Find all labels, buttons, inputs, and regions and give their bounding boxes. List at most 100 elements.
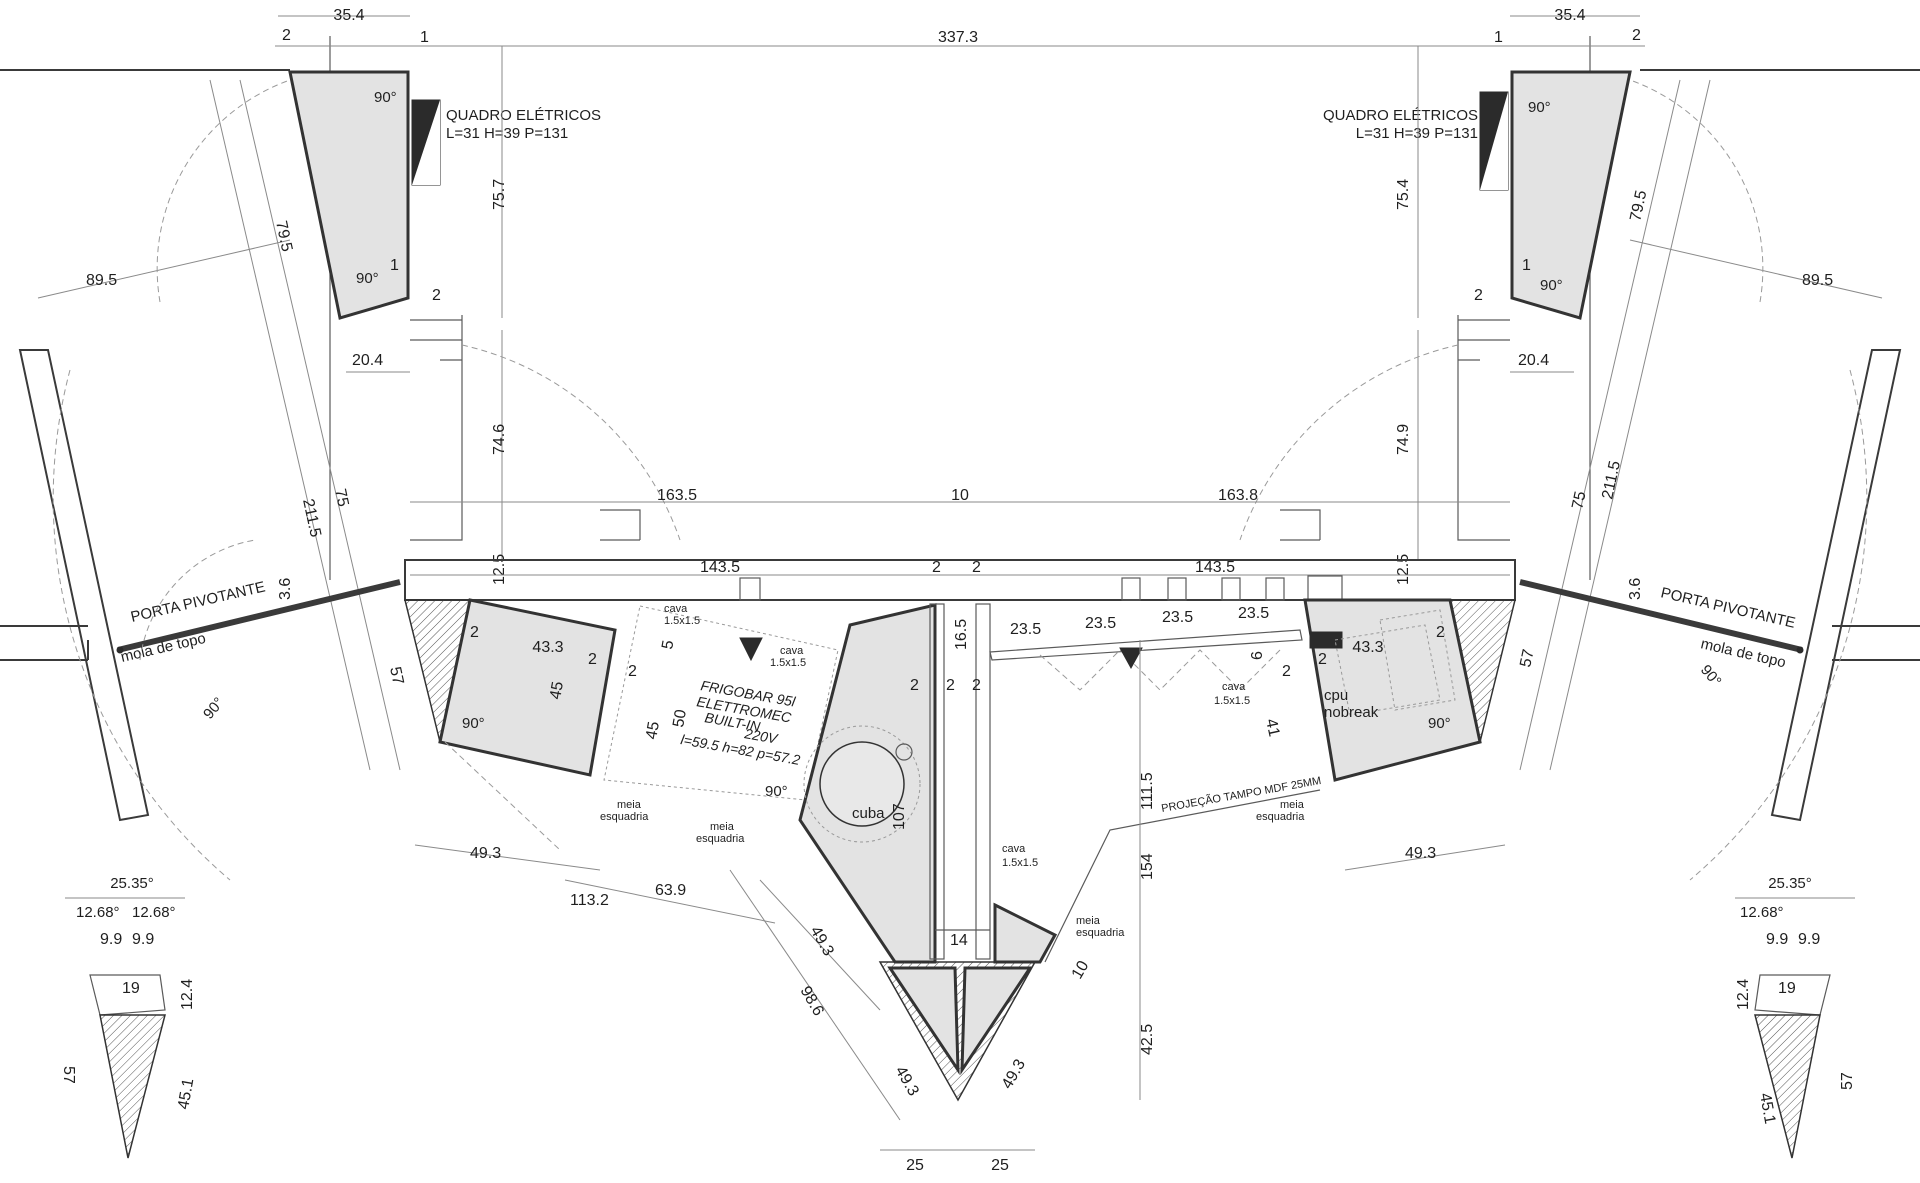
dim-89-5-left: 89.5 [86, 272, 117, 289]
meia-label-2: meia [710, 821, 735, 833]
pivot-door-right: PORTA PIVOTANTE mola de topo 3.6 90° [1519, 349, 1902, 881]
meia-label-3: meia [1076, 915, 1101, 927]
dim-49-3-pa: 49.3 [892, 1064, 922, 1100]
dim-42-5: 42.5 [1139, 1024, 1156, 1055]
dim-45-1-left: 45.1 [175, 1077, 197, 1111]
dim-57-left: 57 [386, 665, 406, 686]
door-frames [410, 315, 1510, 541]
cava-size-4: 1.5x1.5 [1002, 857, 1038, 869]
dim-2-top-right: 2 [1632, 27, 1641, 44]
dim-57-wr: 57 [1839, 1072, 1856, 1090]
dim-45-frigo: 45 [643, 720, 663, 741]
dim-2-lc-c: 2 [628, 663, 637, 680]
dim-43-3-right: 43.3 [1352, 639, 1383, 656]
dim-19-right: 19 [1778, 980, 1796, 997]
dim-75-7: 75.7 [491, 179, 508, 210]
cava-size-2: 1.5x1.5 [770, 657, 806, 669]
dim-111-5: 111.5 [1139, 772, 1156, 810]
quadro-title-left: QUADRO ELÉTRICOS [446, 107, 601, 124]
dim-98-6: 98.6 [797, 984, 827, 1020]
dim-337-3: 337.3 [938, 29, 978, 46]
dim-2-ctr-b: 2 [972, 559, 981, 576]
dim-41: 41 [1262, 717, 1282, 738]
dim-49-3-pb: 49.3 [999, 1056, 1029, 1092]
dim-79-5-left: 79.5 [272, 219, 295, 253]
dim-19-left: 19 [122, 980, 140, 997]
dim-12-5-left: 12.5 [491, 554, 508, 585]
dim-35-4-left: 35.4 [333, 7, 364, 24]
angle-90-cab-l-bottom: 90° [356, 270, 379, 287]
dim-3-6-left: 3.6 [277, 578, 294, 600]
dim-3-6-right: 3.6 [1627, 578, 1644, 600]
top-dimension-chain: 337.3 35.4 35.4 2 1 1 2 [275, 7, 1645, 47]
pivot-door-left: PORTA PIVOTANTE mola de topo 3.6 90° [18, 349, 401, 881]
counter-top [404, 559, 1516, 603]
dim-50-frigo: 50 [670, 708, 690, 729]
nobreak-label: nobreak [1324, 704, 1379, 721]
dim-143-5-left: 143.5 [700, 559, 740, 576]
esquadria-label-1: esquadria [600, 811, 649, 823]
dim-9-9-l-b: 9.9 [132, 931, 154, 948]
dim-9-9-r-a: 9.9 [1766, 931, 1788, 948]
cava-label-2: cava [780, 645, 804, 657]
dim-2-mid-right: 2 [1474, 287, 1483, 304]
angle-90-cab-rb: 90° [1428, 715, 1451, 732]
angle-90-cab-r-bottom: 90° [1540, 277, 1563, 294]
meia-label-1: meia [617, 799, 642, 811]
dim-9-9-l-a: 9.9 [100, 931, 122, 948]
electrical-cabinet-left: 90° 90° 1 [288, 70, 441, 320]
cpu-label: cpu [1324, 687, 1348, 704]
dim-2-mid-left: 2 [432, 287, 441, 304]
porta-label-right: PORTA PIVOTANTE [1659, 584, 1797, 632]
cava-size-1: 1.5x1.5 [664, 615, 700, 627]
dim-75-4: 75.4 [1395, 179, 1412, 210]
dim-2-rc-a: 2 [1436, 624, 1445, 641]
dim-57-wl: 57 [60, 1066, 77, 1084]
dim-1-cab-left: 1 [390, 257, 399, 274]
quadro-dims-left: L=31 H=39 P=131 [446, 125, 568, 142]
bottom-left-dims: 49.3 113.2 63.9 49.3 98.6 [414, 741, 901, 1121]
dim-2-sink-b: 2 [946, 677, 955, 694]
dim-12-4-left: 12.4 [179, 979, 196, 1010]
vertical-dimensions: 75.7 75.4 74.6 74.9 12.5 12.5 [491, 46, 1419, 585]
mola-label-left: mola de topo [119, 630, 207, 666]
dim-23-5-b: 23.5 [1085, 615, 1116, 632]
dim-1-top-right: 1 [1494, 29, 1503, 46]
shelf-chain: 23.5 23.5 23.5 23.5 6 41 [989, 605, 1303, 738]
dim-12-5-right: 12.5 [1395, 554, 1412, 585]
electrical-cabinet-right: 90° 90° 1 [1479, 70, 1632, 320]
cava-label-1: cava [664, 603, 688, 615]
dim-2-sink-c: 2 [972, 677, 981, 694]
cava-label-3: cava [1222, 681, 1246, 693]
dim-107: 107 [891, 803, 908, 830]
dim-211-5-right: 211.5 [1599, 459, 1624, 501]
angle-12-68-r: 12.68° [1740, 904, 1784, 921]
dim-75-left: 75 [331, 487, 351, 508]
dim-23-5-d: 23.5 [1238, 605, 1269, 622]
dim-45-1-right: 45.1 [1756, 1092, 1778, 1126]
dim-154: 154 [1139, 853, 1156, 880]
angle-25-35-left: 25.35° [110, 875, 154, 892]
dim-12-4-right: 12.4 [1735, 979, 1752, 1010]
wedge-detail-right: 25.35° 12.68° 9.9 9.9 19 12.4 57 45.1 [1735, 875, 1856, 1159]
right-cabinet-block: cpu nobreak 43.3 90° 2 2 2 57 49.3 [1282, 598, 1538, 871]
dim-45-left: 45 [547, 680, 567, 701]
esquadria-label-4: esquadria [1256, 811, 1305, 823]
projection-line: PROJEÇÃO TAMPO MDF 25MM 111.5 154 42.5 [1044, 640, 1322, 1100]
dim-2-top-left: 2 [282, 27, 291, 44]
dim-1-top-left: 1 [420, 29, 429, 46]
frigo-line-5: l=59.5 h=82 p=57.2 [679, 731, 801, 768]
cava-size-3: 1.5x1.5 [1214, 695, 1250, 707]
angle-90-cab-r-top: 90° [1528, 99, 1551, 116]
angle-90-door-left: 90° [200, 694, 228, 722]
dim-79-5-right: 79.5 [1627, 189, 1650, 223]
dim-20-4-right: 20.4 [1518, 352, 1549, 369]
esquadria-label-3: esquadria [1076, 927, 1125, 939]
angle-90-sink: 90° [765, 783, 788, 800]
dim-49-3-bl: 49.3 [470, 845, 501, 862]
quadro-dims-right: L=31 H=39 P=131 [1356, 125, 1478, 142]
dim-163-5: 163.5 [657, 487, 697, 504]
dim-10-top: 10 [951, 487, 969, 504]
dim-1-cab-right: 1 [1522, 257, 1531, 274]
middle-dim-chain: 163.5 10 163.8 143.5 143.5 2 2 [410, 487, 1510, 576]
